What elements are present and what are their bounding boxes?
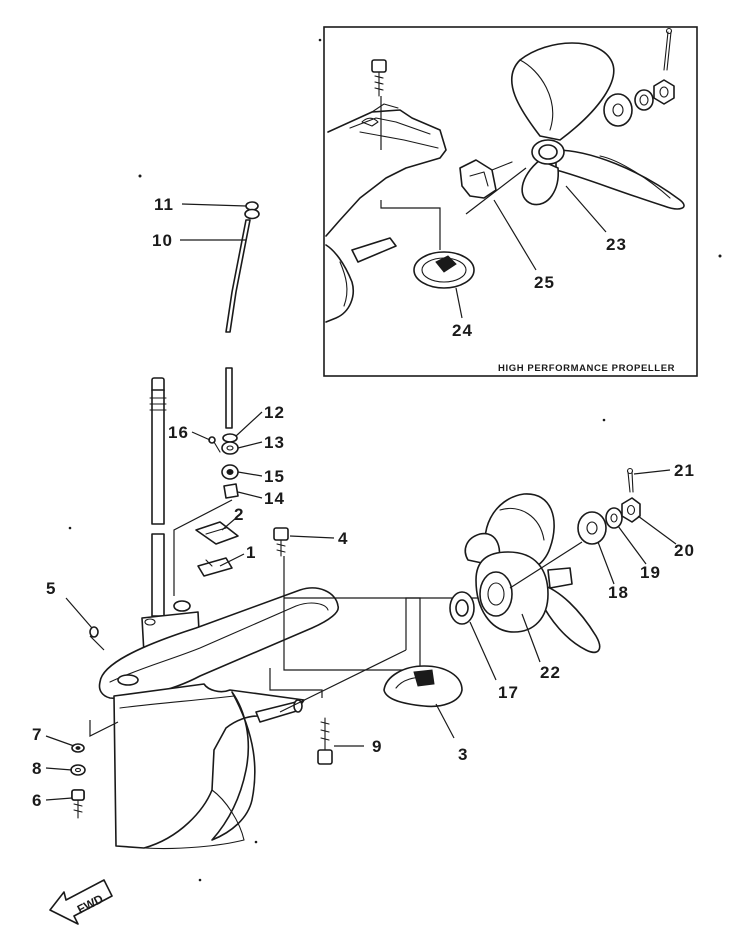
callout-18: 18 [608,583,629,602]
inset-bolt [371,59,387,97]
lower-unit [98,587,339,850]
bolt-4 [273,527,289,557]
spacer-19 [605,507,623,529]
callout-8: 8 [32,759,42,778]
callout-9: 9 [372,737,382,756]
callout-23: 23 [606,235,627,254]
callout-14: 14 [264,489,285,508]
callout-16: 16 [168,423,189,442]
callout-6: 6 [32,791,42,810]
inset-title: HIGH PERFORMANCE PROPELLER [498,363,675,374]
callout-leaders [45,185,677,801]
callout-15: 15 [264,467,285,486]
inset-high-performance-propeller [323,26,698,377]
callout-10: 10 [152,231,173,250]
washer-7 [71,743,85,753]
anode-3 [383,665,463,708]
spacer-25 [459,159,513,199]
inset-washer [603,93,633,127]
inset-nut [653,79,675,105]
callout-20: 20 [674,541,695,560]
inset-frame [323,26,698,377]
fitting-5 [89,626,99,638]
damper-14 [223,483,239,499]
scan-specks [68,38,722,882]
callout-17: 17 [498,683,519,702]
callout-19: 19 [640,563,661,582]
seal-15 [221,464,239,480]
callout-13: 13 [264,433,285,452]
inset-lower-unit-fragment [325,103,447,323]
callout-21: 21 [674,461,695,480]
seal-12 [222,433,238,443]
propeller-23 [510,42,685,210]
fwd-arrow-icon: FWD [49,879,113,925]
washer-8 [70,764,86,776]
cotter-pin-21 [626,467,634,493]
callout-4: 4 [338,529,348,548]
grommet-11 [244,201,260,220]
callout-1: 1 [246,543,256,562]
washer-18 [577,511,607,545]
callout-7: 7 [32,725,42,744]
callout-22: 22 [540,663,561,682]
callout-numbers: 11 10 12 16 13 15 14 2 4 1 5 7 8 6 9 3 1… [32,195,695,810]
callout-24: 24 [452,321,473,340]
callout-2: 2 [234,505,244,524]
plate-2 [195,521,239,545]
inset-cotter-pin [663,27,673,71]
anode-24 [413,251,475,289]
bolt-9 [317,717,333,765]
grommet-13 [221,441,239,455]
water-tube-10 [225,219,251,429]
inset-spacer [634,89,654,111]
bolt-6 [71,789,85,819]
plate-1 [197,557,233,577]
callout-11: 11 [154,195,174,214]
callout-3: 3 [458,745,468,764]
thrust-washer-17 [449,591,475,625]
propeller-22 [464,493,601,654]
callout-12: 12 [264,403,285,422]
nut-20 [621,497,641,523]
screw-16 [208,436,221,453]
callout-25: 25 [534,273,555,292]
drive-shaft [149,377,167,617]
callout-5: 5 [46,579,56,598]
